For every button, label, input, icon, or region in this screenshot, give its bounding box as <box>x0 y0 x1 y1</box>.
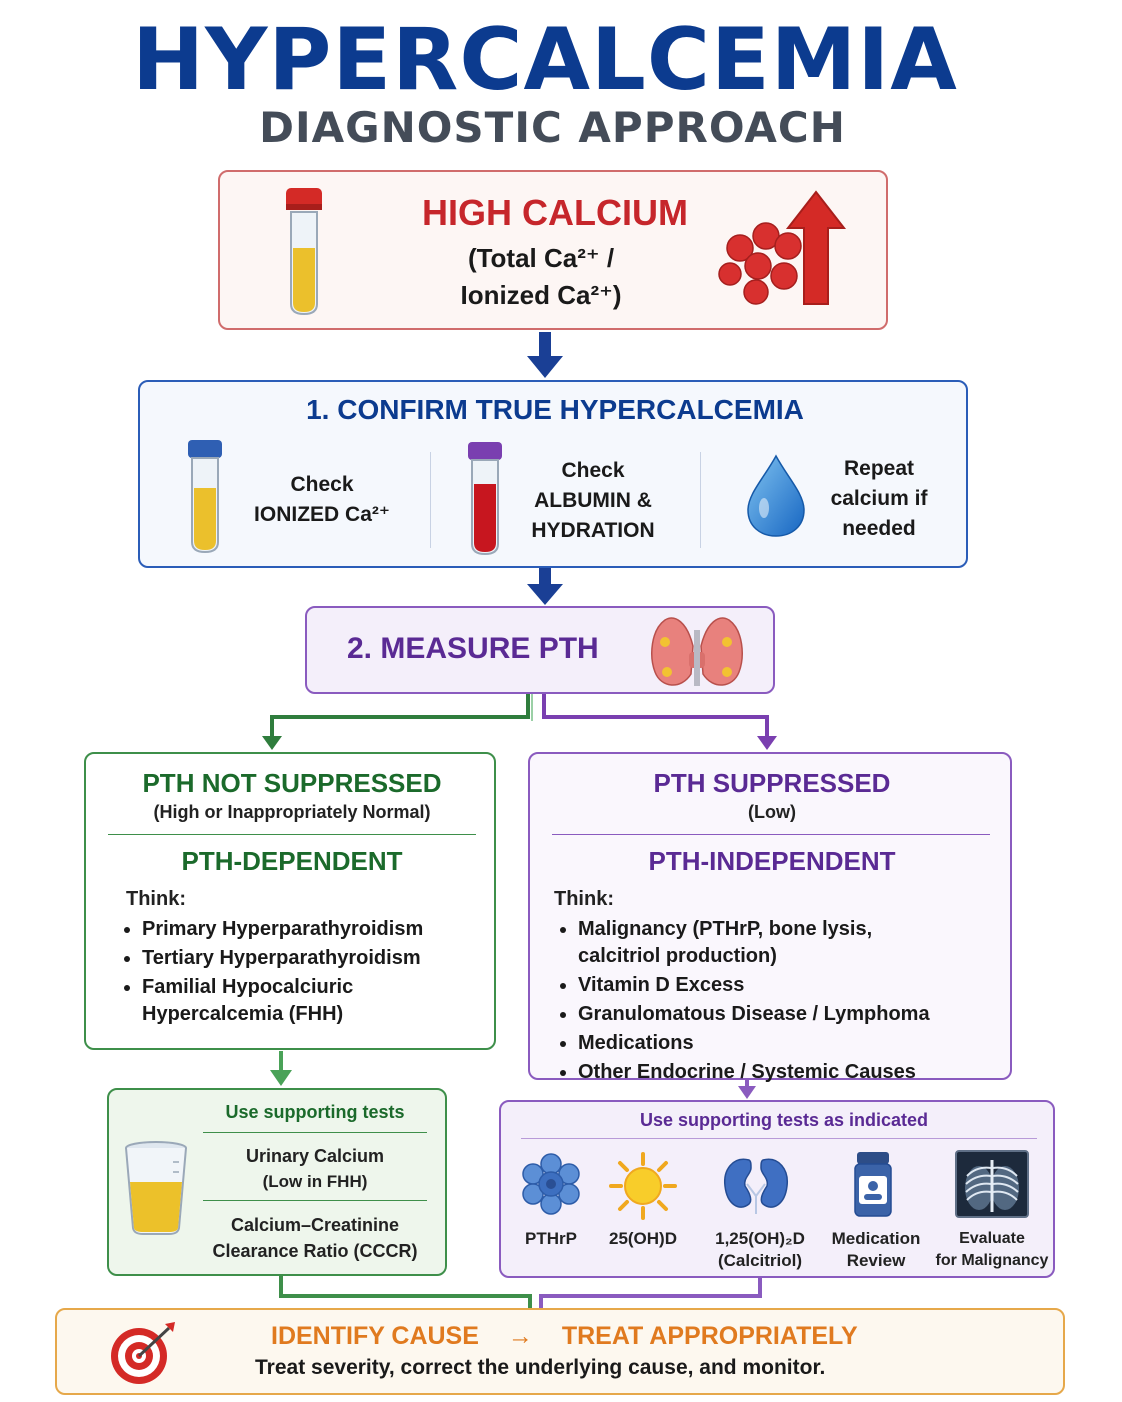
cell-cluster-icon <box>522 1153 580 1215</box>
pth-not-suppressed-title: PTH NOT SUPPRESSED <box>142 768 442 798</box>
urine-cup-icon <box>125 1141 187 1235</box>
arrow-right-icon: → <box>507 1322 533 1350</box>
green-think-label: Think: <box>126 888 186 910</box>
purple-supporting-tests-box: Use supporting tests as indicated PTHrP <box>499 1100 1055 1278</box>
confirm-item-repeat: Repeat calcium if needed <box>830 457 928 540</box>
list-item: Primary Hyperparathyroidism <box>142 916 472 943</box>
list-item: Familial Hypocalciuric Hypercalcemia (FH… <box>142 974 392 1028</box>
thyroid-gland-icon <box>651 617 743 686</box>
final-heading: IDENTIFY CAUSE → TREAT APPROPRIATELY <box>271 1322 858 1351</box>
high-calcium-subtitle: (Total Ca²⁺ / Ionized Ca²⁺) <box>220 240 862 314</box>
albumin-tube-icon <box>468 442 502 556</box>
urinary-calcium-test: Urinary Calcium (Low in FHH) <box>245 1146 385 1191</box>
high-calcium-box: HIGH CALCIUM (Total Ca²⁺ / Ionized Ca²⁺) <box>218 170 888 330</box>
kidney-icon <box>724 1158 788 1214</box>
page-title: HYPERCALCEMIA <box>132 10 958 110</box>
high-calcium-line2: Ionized Ca²⁺) <box>460 280 622 310</box>
purple-think-label: Think: <box>554 888 614 910</box>
divider <box>203 1132 427 1133</box>
confirm-hypercalcemia-box: 1. CONFIRM TRUE HYPERCALCEMIA Check IONI… <box>138 380 968 568</box>
list-item: Granulomatous Disease / Lymphoma <box>578 1001 998 1028</box>
pth-independent-list: Malignancy (PTHrP, bone lysis, calcitrio… <box>558 916 998 1088</box>
divider <box>700 452 701 548</box>
arrow-high-to-confirm <box>527 332 563 378</box>
confirm-item-ionized: Check IONIZED Ca²⁺ <box>254 473 390 526</box>
water-drop-icon <box>747 454 805 537</box>
list-item: Other Endocrine / Systemic Causes <box>578 1059 998 1086</box>
arrow-purple-to-tests <box>738 1080 756 1099</box>
high-calcium-line1: (Total Ca²⁺ / <box>467 243 615 273</box>
list-item: Medications <box>578 1030 998 1057</box>
arrow-measure-to-green <box>270 694 530 738</box>
green-supporting-tests-box: Use supporting tests Urinary Calcium (Lo… <box>107 1088 447 1276</box>
high-calcium-title: HIGH CALCIUM <box>422 192 688 233</box>
divider <box>203 1200 427 1201</box>
identify-cause-box: IDENTIFY CAUSE → TREAT APPROPRIATELY Tre… <box>55 1308 1065 1395</box>
identify-cause-label: IDENTIFY CAUSE <box>271 1322 479 1350</box>
pth-not-suppressed-subtitle: (High or Inappropriately Normal) <box>153 802 431 822</box>
pth-dependent-list: Primary Hyperparathyroidism Tertiary Hyp… <box>122 916 472 1030</box>
pth-dependent-label: PTH-DEPENDENT <box>181 846 403 876</box>
chest-xray-icon <box>955 1150 1029 1218</box>
divider <box>552 834 990 835</box>
divider <box>430 452 431 548</box>
confirm-item-albumin: Check ALBUMIN & HYDRATION <box>531 459 655 542</box>
ionized-tube-icon <box>188 440 222 554</box>
green-tests-title: Use supporting tests <box>225 1102 405 1122</box>
blood-tube-icon <box>286 188 322 316</box>
calcium-up-arrow-icon <box>718 190 847 305</box>
cccr-test: Calcium–Creatinine Clearance Ratio (CCCR… <box>212 1215 418 1261</box>
arrow-measure-to-purple <box>542 694 769 738</box>
list-item: Malignancy (PTHrP, bone lysis, calcitrio… <box>578 916 908 970</box>
pth-independent-label: PTH-INDEPENDENT <box>648 846 896 876</box>
target-icon <box>111 1322 175 1384</box>
pill-bottle-icon <box>854 1152 892 1217</box>
malignancy-evaluation-test: Evaluate for Malignancy <box>935 1230 1049 1269</box>
confirm-title: 1. CONFIRM TRUE HYPERCALCEMIA <box>306 394 804 425</box>
pth-suppressed-title: PTH SUPPRESSED <box>653 768 891 798</box>
list-item: Tertiary Hyperparathyroidism <box>142 945 472 972</box>
merge-purple <box>539 1278 762 1308</box>
vitamin-d-test: 25(OH)D <box>608 1229 677 1248</box>
arrow-confirm-to-measure <box>527 568 563 605</box>
pth-suppressed-box: PTH SUPPRESSED (Low) PTH-INDEPENDENT Thi… <box>528 752 1012 1083</box>
merge-green <box>279 1276 532 1308</box>
purple-tests-title: Use supporting tests as indicated <box>639 1110 929 1130</box>
treat-appropriately-label: TREAT APPROPRIATELY <box>561 1322 858 1350</box>
medication-review-test: Medication Review <box>831 1229 921 1270</box>
pth-suppressed-subtitle: (Low) <box>748 802 796 822</box>
pthrp-test: PTHrP <box>525 1229 577 1248</box>
sun-icon <box>609 1152 677 1220</box>
divider <box>108 834 476 835</box>
pth-not-suppressed-box: PTH NOT SUPPRESSED (High or Inappropriat… <box>84 752 496 1050</box>
arrow-green-to-tests <box>270 1051 292 1086</box>
list-item: Vitamin D Excess <box>578 972 998 999</box>
calcitriol-test: 1,25(OH)₂D (Calcitriol) <box>715 1229 805 1270</box>
measure-pth-box: 2. MEASURE PTH <box>305 606 775 694</box>
page-subtitle: DIAGNOSTIC APPROACH <box>259 103 846 152</box>
divider <box>521 1138 1037 1139</box>
final-subtitle: Treat severity, correct the underlying c… <box>255 1356 826 1379</box>
measure-title: 2. MEASURE PTH <box>347 632 599 665</box>
